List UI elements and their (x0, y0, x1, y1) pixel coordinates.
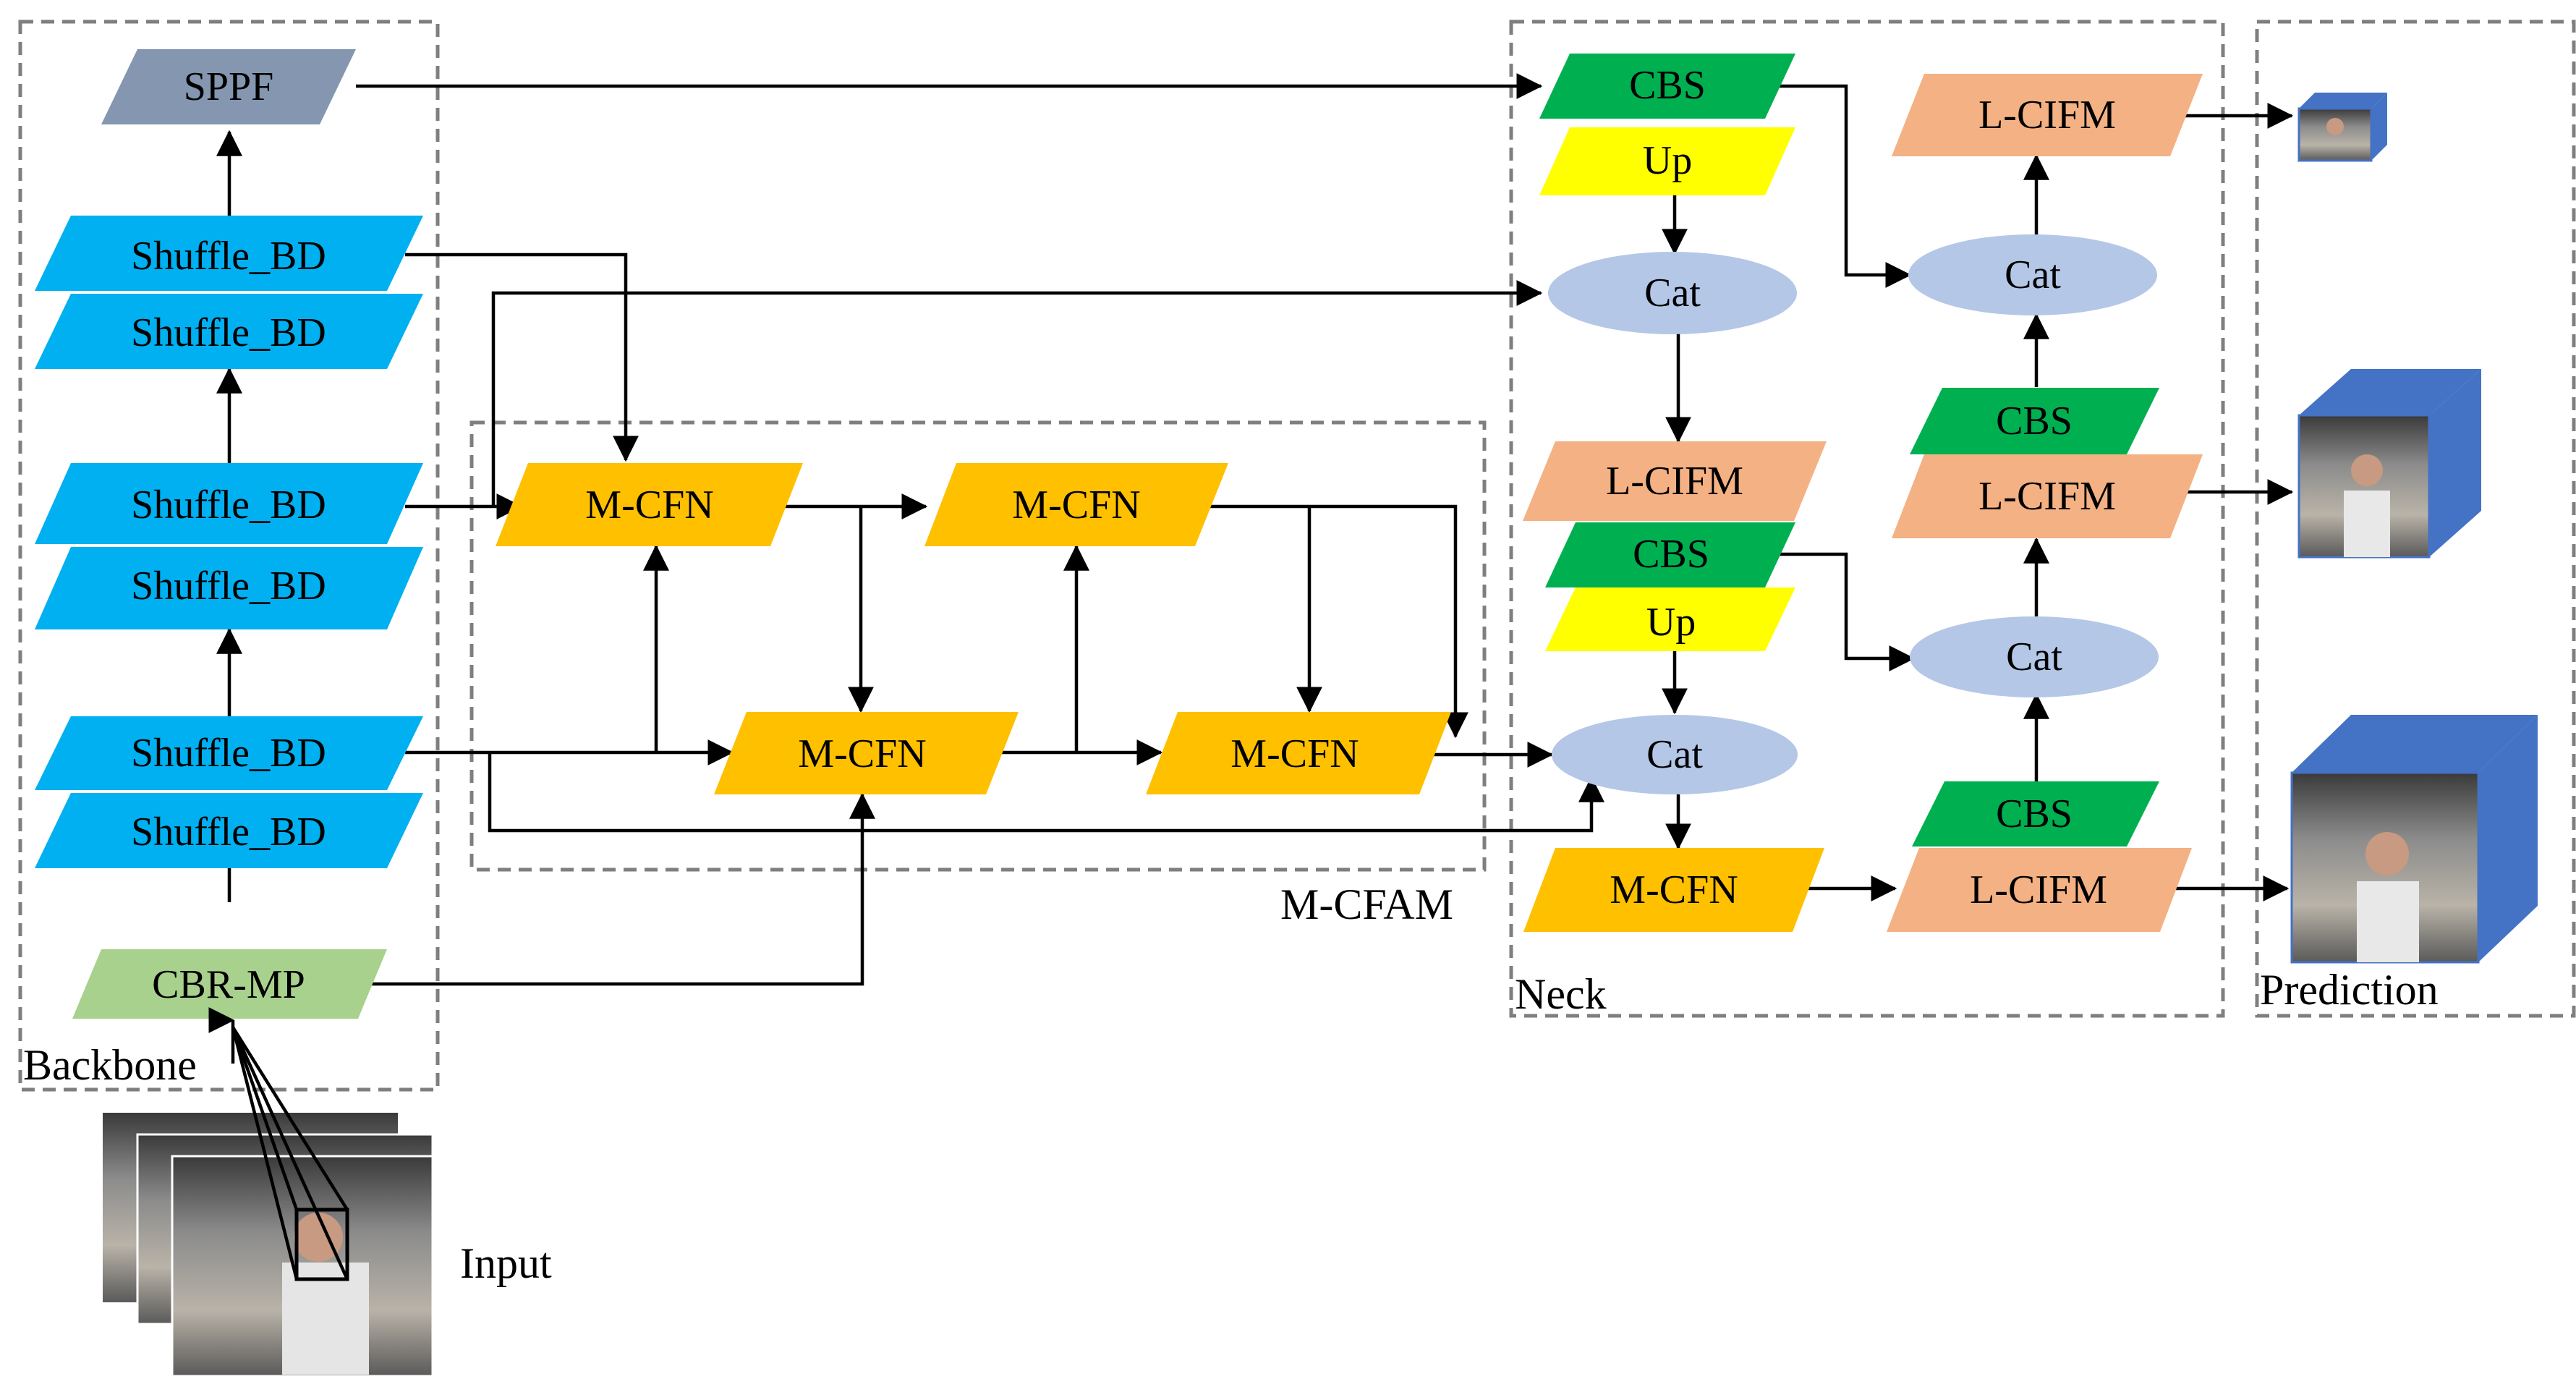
neck-cbs-top: CBS (1539, 54, 1795, 119)
connections (216, 73, 2294, 986)
cat-label: Cat (1646, 732, 1703, 777)
cbr-mp-block: CBR-MP (72, 949, 387, 1019)
input-frames (103, 1113, 434, 1378)
lcifm-label: L-CIFM (1978, 474, 2116, 519)
shuffle-bd-label: Shuffle_BD (131, 234, 326, 279)
backbone-region (18, 20, 440, 1092)
neck-label: Neck (1515, 970, 1607, 1018)
shuffle-bd-block-bottom: Shuffle_BD Shuffle_BD (35, 716, 423, 868)
sppf-block: SPPF (101, 49, 356, 124)
sppf-label: SPPF (184, 64, 274, 109)
input-projection-lines (231, 1020, 349, 1280)
backbone-label: Backbone (23, 1041, 197, 1089)
prediction-cube-small (2297, 93, 2387, 162)
mcfn-block-3: M-CFN (714, 712, 1019, 794)
mcfn-label: M-CFN (798, 731, 926, 776)
shuffle-bd-label: Shuffle_BD (131, 310, 326, 355)
neck-cat-bottom: Cat (1552, 715, 1798, 794)
prediction-cube-medium (2297, 369, 2481, 559)
shuffle-bd-block-middle: Shuffle_BD Shuffle_BD (35, 463, 423, 629)
neck-lcifm-top: L-CIFM (1892, 74, 2203, 156)
lcifm-label: L-CIFM (1978, 93, 2116, 137)
shuffle-bd-label: Shuffle_BD (131, 810, 326, 854)
up-label: Up (1643, 138, 1692, 183)
cat-label: Cat (1644, 271, 1701, 315)
mcfn-label: M-CFN (585, 483, 713, 527)
mcfn-label: M-CFN (1610, 867, 1738, 912)
neck-cbs-middle: CBS (1545, 522, 1795, 587)
mcfam-region (469, 420, 1487, 872)
cbs-label: CBS (1996, 792, 2073, 836)
neck-lcifm-left: L-CIFM (1523, 441, 1827, 521)
input-label: Input (460, 1239, 552, 1287)
cat-label: Cat (2005, 253, 2061, 297)
prediction-region (2255, 20, 2576, 1018)
neck-lcifm-bottom: L-CIFM (1887, 848, 2192, 932)
mcfam-label: M-CFAM (1280, 881, 1453, 928)
prediction-label: Prediction (2260, 966, 2439, 1014)
neck-cbs-right-upper: CBS (1910, 388, 2159, 454)
neck-cbs-right-lower: CBS (1912, 781, 2159, 847)
mcfn-block-1: M-CFN (496, 463, 803, 546)
neck-cat-right-top: Cat (1908, 234, 2157, 315)
shuffle-bd-label: Shuffle_BD (131, 483, 326, 527)
shuffle-bd-label: Shuffle_BD (131, 731, 326, 776)
neck-up-top: Up (1539, 127, 1795, 195)
neck-cat-top: Cat (1548, 252, 1797, 334)
lcifm-label: L-CIFM (1970, 867, 2107, 912)
mcfn-label: M-CFN (1012, 483, 1140, 527)
mcfn-block-2: M-CFN (924, 463, 1228, 546)
neck-cat-right-middle: Cat (1910, 616, 2159, 697)
shuffle-bd-label: Shuffle_BD (131, 564, 326, 608)
prediction-cube-large (2290, 715, 2538, 964)
neck-up-middle: Up (1545, 587, 1795, 651)
cat-label: Cat (2006, 635, 2062, 679)
neck-mcfn: M-CFN (1523, 848, 1824, 932)
cbs-label: CBS (1629, 63, 1706, 108)
neck-region (1509, 20, 2225, 1018)
cbs-label: CBS (1996, 399, 2073, 444)
mcfn-block-4: M-CFN (1146, 712, 1451, 794)
up-label: Up (1646, 600, 1696, 645)
mcfn-label: M-CFN (1230, 731, 1359, 776)
lcifm-label: L-CIFM (1606, 459, 1743, 504)
cbr-mp-label: CBR-MP (152, 962, 305, 1007)
neck-lcifm-middle: L-CIFM (1892, 454, 2203, 538)
cbs-label: CBS (1633, 532, 1709, 577)
shuffle-bd-block-top: Shuffle_BD Shuffle_BD (35, 216, 423, 369)
